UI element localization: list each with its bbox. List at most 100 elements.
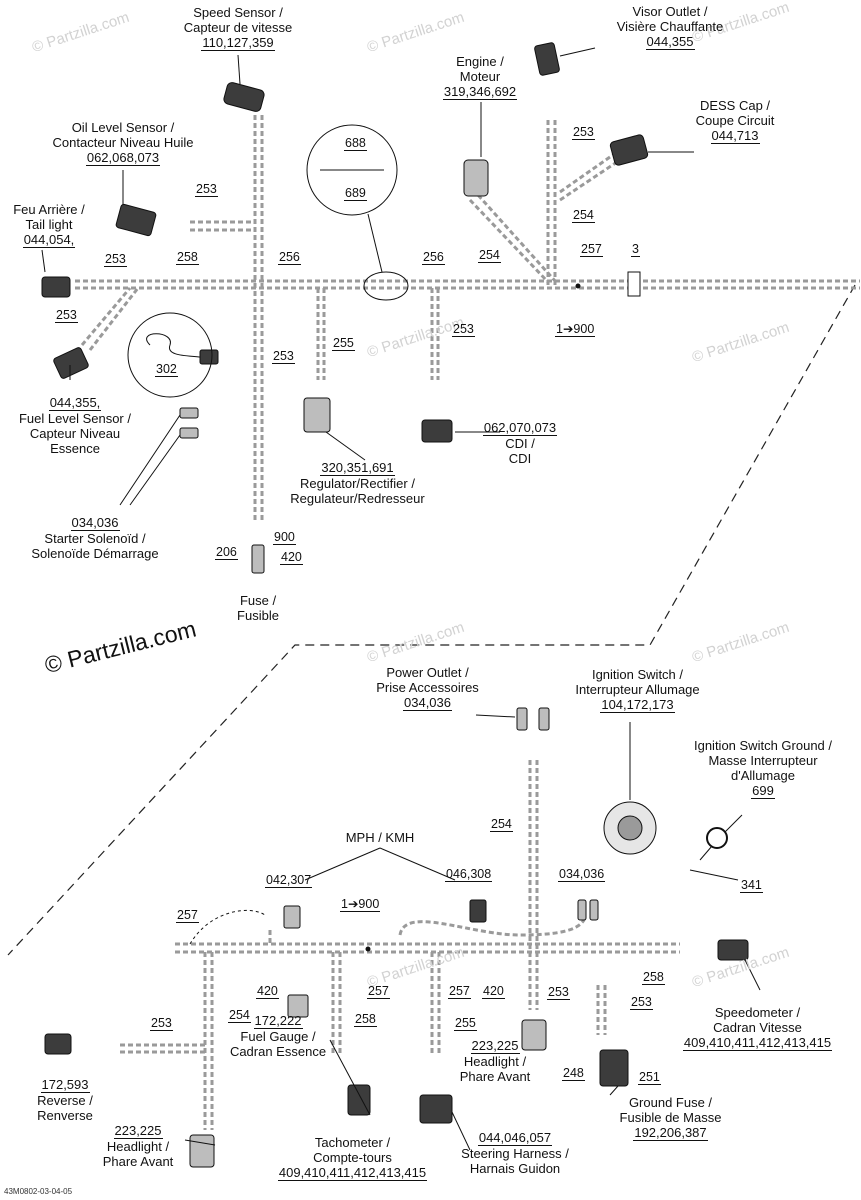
- reverse-icon: [44, 1033, 72, 1055]
- mph-left-icon: [283, 905, 301, 929]
- detail-circle-688: [306, 124, 398, 216]
- accessory-034-ref: 034,036: [558, 867, 606, 882]
- visor-outlet-icon: [534, 42, 560, 76]
- oil-level-sensor-label: Oil Level Sensor / Contacteur Niveau Hui…: [52, 120, 194, 166]
- engine-label: Engine / Moteur 319,346,692: [442, 54, 518, 100]
- tail-light-icon: [41, 276, 71, 298]
- callout-253: 253: [572, 125, 595, 140]
- callout-253: 253: [630, 995, 653, 1010]
- callout-253: 253: [150, 1016, 173, 1031]
- tachometer-ref: 409,410,411,412,413,415: [277, 1165, 428, 1181]
- callout-254: 254: [478, 248, 501, 263]
- regulator-icon: [303, 397, 331, 433]
- cdi-label: 062,070,073 CDI / CDI: [482, 420, 558, 466]
- accessory-034-icon: [577, 899, 599, 921]
- dess-cap-icon: [609, 134, 649, 166]
- tail-light-label: Feu Arrière / Tail light 044,054,: [13, 202, 85, 248]
- section-divider: [7, 284, 856, 956]
- starter-solenoid-ref: 034,036: [70, 515, 120, 531]
- headlight-center-label: 223,225 Headlight / Phare Avant: [459, 1038, 531, 1084]
- speed-sensor-label: Speed Sensor / Capteur de vitesse 110,12…: [183, 5, 293, 51]
- power-outlet-label: Power Outlet / Prise Accessoires 034,036: [376, 665, 479, 711]
- callout-420: 420: [482, 984, 505, 999]
- engine-icon: [463, 159, 489, 197]
- steering-harness-icon: [419, 1094, 453, 1124]
- fuse-label: Fuse / Fusible: [237, 593, 279, 623]
- power-outlet-ref: 034,036: [403, 695, 452, 711]
- oil-level-sensor-icon: [115, 203, 157, 237]
- callout-1-900: 1➔900: [340, 897, 381, 912]
- diagram-code: 43M0802-03-04-05: [4, 1187, 73, 1196]
- callout-258: 258: [354, 1012, 377, 1027]
- splice-dot-bottom: [365, 946, 371, 952]
- ignition-switch-icon: [603, 801, 657, 855]
- mph-kmh-label: MPH / KMH: [345, 830, 415, 845]
- callout-256: 256: [422, 250, 445, 265]
- fuel-gauge-icon: [287, 994, 309, 1018]
- fuel-sensor-branch: [80, 287, 132, 346]
- callout-258: 258: [176, 250, 199, 265]
- ground-ring-icon: [699, 827, 728, 861]
- tachometer-label: Tachometer / Compte-tours 409,410,411,41…: [277, 1135, 428, 1181]
- ignition-switch-ref: 104,172,173: [600, 697, 675, 713]
- callout-254: 254: [228, 1008, 251, 1023]
- ground-fuse-icon: [599, 1049, 629, 1087]
- callout-257: 257: [448, 984, 471, 999]
- dess-cap-ref: 044,713: [710, 128, 760, 144]
- visor-outlet-ref: 044,355: [645, 34, 695, 50]
- callout-257: 257: [580, 242, 603, 257]
- callout-251: 251: [638, 1070, 661, 1085]
- ground-fuse-label: Ground Fuse / Fusible de Masse 192,206,3…: [619, 1095, 722, 1141]
- callout-248: 248: [562, 1066, 585, 1081]
- callout-254: 254: [572, 208, 595, 223]
- callout-3: 3: [631, 242, 640, 257]
- detail-circle-302: [127, 312, 213, 398]
- steering-harness-label: 044,046,057 Steering Harness / Harnais G…: [461, 1130, 569, 1176]
- callout-420: 420: [280, 550, 303, 565]
- speedometer-label: Speedometer / Cadran Vitesse 409,410,411…: [682, 1005, 833, 1051]
- callout-1-900: 1➔900: [555, 322, 596, 337]
- cdi-icon: [421, 419, 453, 443]
- callout-253: 253: [55, 308, 78, 323]
- callout-254: 254: [490, 817, 513, 832]
- reverse-ref: 172,593: [40, 1077, 90, 1093]
- callout-206: 206: [215, 545, 238, 560]
- callout-256: 256: [278, 250, 301, 265]
- fuel-level-sensor-label: 044,355, Fuel Level Sensor / Capteur Niv…: [18, 395, 131, 456]
- bottom-harness: [120, 760, 680, 1130]
- callout-420: 420: [256, 984, 279, 999]
- headlight-left-ref: 223,225: [113, 1123, 163, 1139]
- dess-branch: [559, 148, 621, 194]
- steering-harness-ref: 044,046,057: [477, 1130, 553, 1146]
- regulator-ref: 320,351,691: [320, 460, 395, 476]
- detail-circle-small: [363, 271, 409, 301]
- headlight-left-label: 223,225 Headlight / Phare Avant: [102, 1123, 174, 1169]
- ground-fuse-ref: 192,206,387: [633, 1125, 708, 1141]
- reverse-label: 172,593 Reverse / Renverse: [37, 1077, 93, 1123]
- power-outlet-icon: [516, 707, 550, 731]
- starter-solenoid-label: 034,036 Starter Solenoïd / Solenoïde Dém…: [31, 515, 159, 561]
- ignition-switch-label: Ignition Switch / Interrupteur Allumage …: [575, 667, 700, 713]
- dess-cap-label: DESS Cap / Coupe Circuit 044,713: [695, 98, 775, 144]
- callout-688: 688: [344, 136, 367, 151]
- speedometer-ref: 409,410,411,412,413,415: [682, 1035, 833, 1051]
- callout-689: 689: [344, 186, 367, 201]
- headlight-center-ref: 223,225: [470, 1038, 520, 1054]
- fuel-level-sensor-icon: [53, 347, 89, 379]
- callout-255: 255: [332, 336, 355, 351]
- ignition-switch-ground-label: Ignition Switch Ground / Masse Interrupt…: [693, 738, 833, 799]
- tachometer-icon: [347, 1084, 371, 1116]
- top-harness: [75, 115, 860, 520]
- callout-257: 257: [176, 908, 199, 923]
- clip-loop-icon: [146, 333, 219, 365]
- headlight-left-icon: [189, 1134, 215, 1168]
- callout-258: 258: [642, 970, 665, 985]
- part-3-block: [627, 271, 641, 297]
- engine-branch: [468, 198, 550, 284]
- fuel-gauge-label: 172,222 Fuel Gauge / Cadran Essence: [229, 1013, 327, 1059]
- visor-outlet-label: Visor Outlet / Visière Chauffante 044,35…: [616, 4, 724, 50]
- speed-sensor-icon: [223, 82, 265, 112]
- callout-257: 257: [367, 984, 390, 999]
- ignition-switch-ground-ref: 699: [751, 783, 775, 799]
- callout-900: 900: [273, 530, 296, 545]
